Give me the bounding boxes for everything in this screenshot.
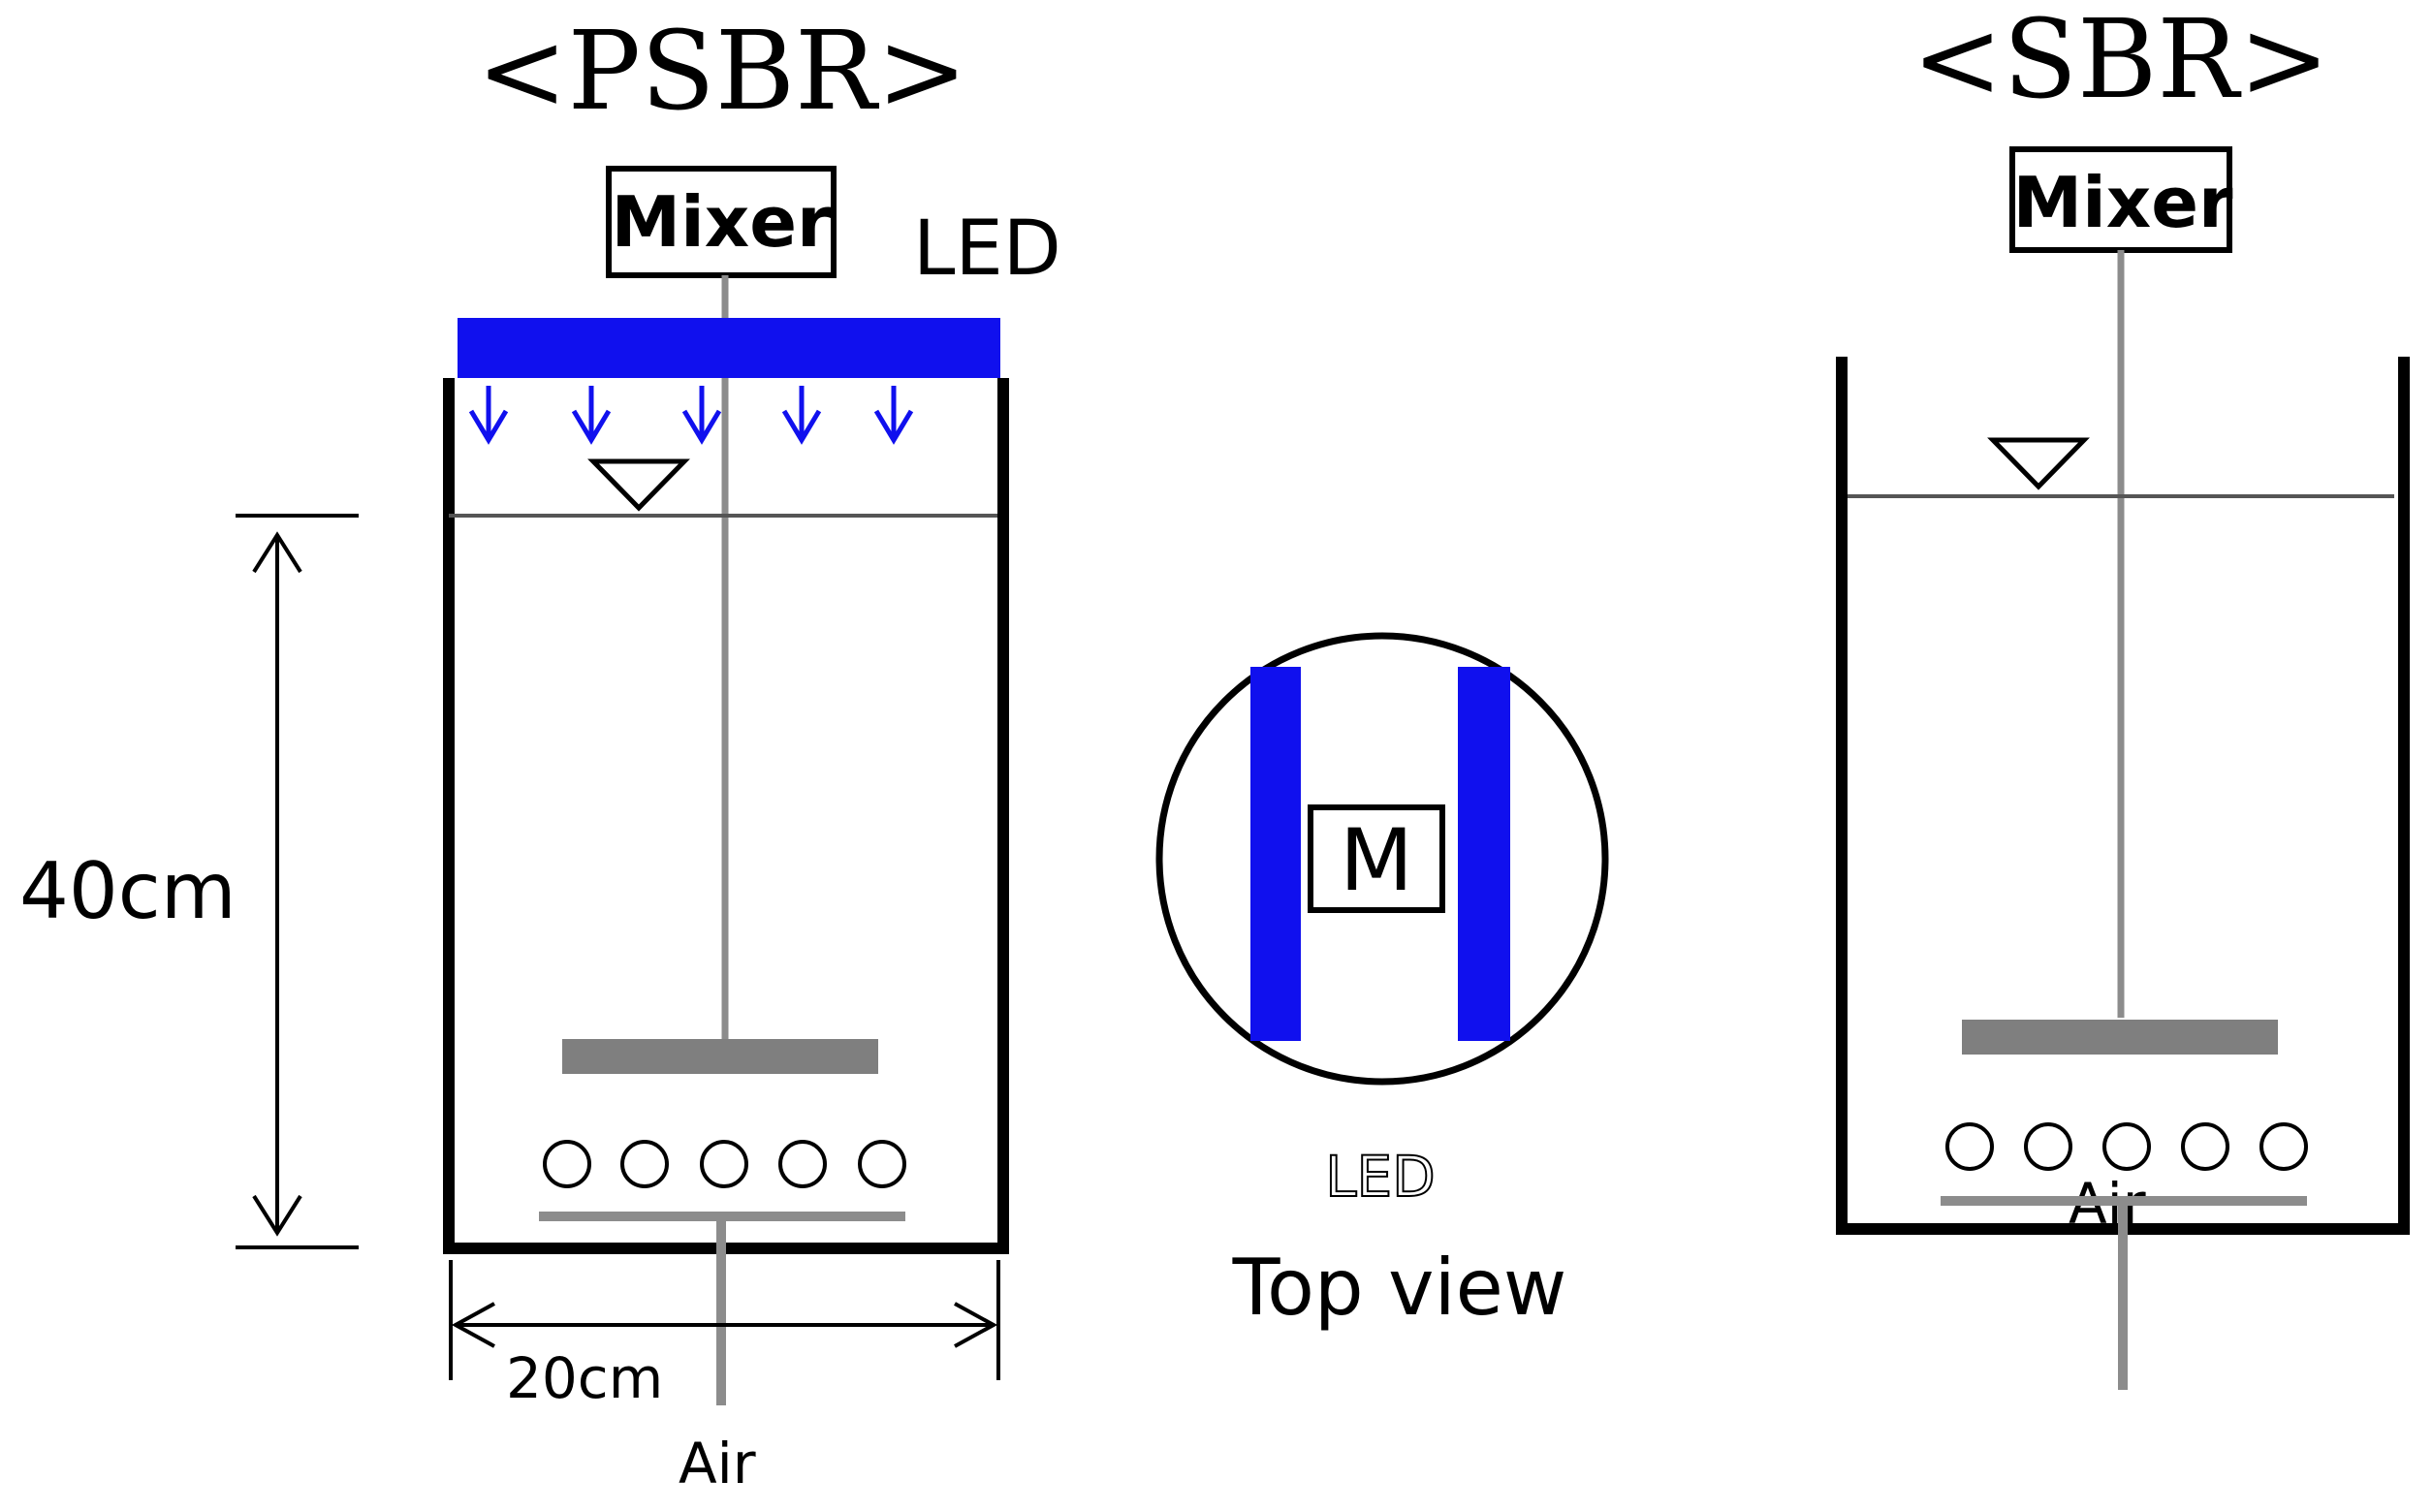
psbr-led-label: LED: [913, 205, 1061, 293]
air-bubble: [778, 1140, 827, 1188]
psbr-light-arrows: [468, 386, 914, 445]
psbr-title: <PSBR>: [477, 9, 967, 135]
psbr-width-dimension: [449, 1260, 1000, 1380]
psbr-mixer-label: Mixer: [611, 181, 832, 263]
air-bubble: [858, 1140, 906, 1188]
air-bubble: [543, 1140, 591, 1188]
psbr-height-label: 40cm: [19, 846, 237, 936]
psbr-air-bubbles: [543, 1140, 906, 1188]
psbr-impeller: [562, 1039, 878, 1074]
air-bubble: [2181, 1122, 2229, 1171]
air-bubble: [1945, 1122, 1994, 1171]
psbr-water-level-icon: [587, 458, 690, 512]
top-view: M LED Top view: [1155, 632, 1609, 1333]
psbr-led-bar: [458, 318, 1000, 378]
psbr-mixer-box: Mixer: [606, 166, 837, 278]
top-view-caption: Top view: [1232, 1243, 1567, 1333]
light-arrow: [873, 386, 914, 445]
light-arrow: [681, 386, 722, 445]
air-bubble: [620, 1140, 669, 1188]
air-bubble: [2024, 1122, 2072, 1171]
top-view-motor-box: M: [1308, 804, 1445, 913]
psbr-reactor: <PSBR> Mixer LED: [19, 9, 1061, 1496]
sbr-reactor: <SBR> Mixer Air: [1836, 0, 2410, 1390]
top-view-led-bar-right: [1458, 667, 1510, 1041]
light-arrow: [781, 386, 822, 445]
air-bubble: [700, 1140, 748, 1188]
air-bubble: [2102, 1122, 2151, 1171]
light-arrow: [468, 386, 509, 445]
sbr-impeller: [1962, 1020, 2278, 1055]
light-arrow: [571, 386, 612, 445]
top-view-led-bar-left: [1250, 667, 1301, 1041]
sbr-mixer-box: Mixer: [2009, 146, 2233, 253]
sbr-title: <SBR>: [1912, 0, 2329, 123]
top-view-motor-label: M: [1340, 810, 1413, 910]
top-view-led-label: LED: [1325, 1144, 1436, 1210]
psbr-air-label: Air: [679, 1431, 756, 1496]
air-bubble: [2259, 1122, 2308, 1171]
sbr-water-level-icon: [1987, 437, 2090, 490]
psbr-width-label: 20cm: [506, 1345, 663, 1411]
sbr-mixer-label: Mixer: [2012, 162, 2233, 243]
sbr-air-bubbles: [1945, 1122, 2308, 1171]
psbr-height-dimension: [236, 514, 359, 1249]
